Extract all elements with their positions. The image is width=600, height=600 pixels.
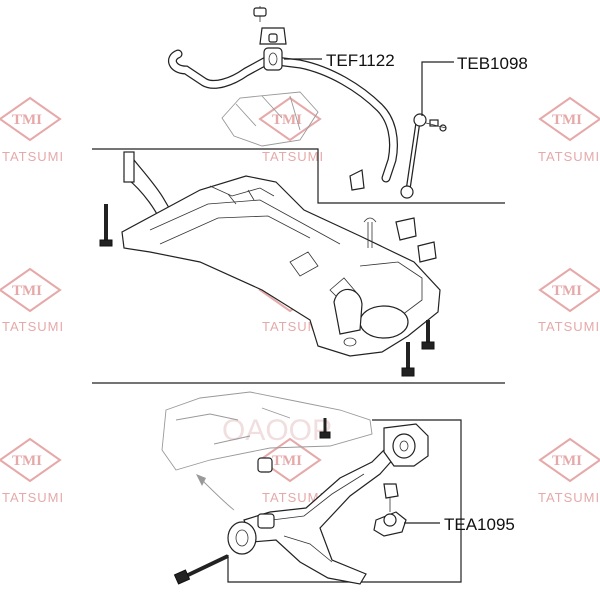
- watermark-left-1: TMI TATSUMI: [0, 96, 64, 164]
- subframe-assembly: [99, 151, 441, 377]
- section-dividers: [92, 148, 505, 583]
- label-teb1098: TEB1098: [457, 54, 528, 73]
- chassis-bracket-outline: [221, 91, 319, 147]
- link-ball-joint-bottom: [400, 185, 414, 199]
- watermark-diamond-icon: [258, 437, 322, 483]
- subframe-clip-lower: [417, 241, 437, 263]
- watermark-logo: TMI: [272, 112, 302, 128]
- watermark-diamond-icon: [0, 437, 62, 483]
- background-brand-text: OAOOP: [222, 414, 332, 447]
- watermark-diamond-icon: [0, 96, 62, 142]
- control-arm-front-bushing: [227, 521, 257, 555]
- watermark-logo: TMI: [12, 283, 42, 299]
- watermark-brand: TATSUMI: [2, 149, 64, 164]
- watermark-diamond-icon: [538, 267, 600, 313]
- subframe-clip-upper: [395, 217, 417, 241]
- control-arm-bolt-head: [173, 569, 191, 585]
- watermark-diamond-icon: [538, 437, 600, 483]
- watermark-brand: TATSUMI: [538, 490, 600, 505]
- watermark-right-3: TMI TATSUMI: [538, 437, 600, 505]
- watermark-brand: TATSUMI: [2, 319, 64, 334]
- watermark-logo: TMI: [12, 112, 42, 128]
- stabilizer-bushing-tef1122: [263, 47, 283, 71]
- frame-bushing: [257, 457, 273, 473]
- subframe-mount-hole: [289, 251, 319, 277]
- watermark-left-3: TMI TATSUMI: [0, 437, 64, 505]
- ball-joint-nut: [383, 483, 399, 499]
- watermark-diamond-icon: [258, 96, 322, 142]
- watermark-diamond-icon: [0, 267, 62, 313]
- watermark-right-1: TMI TATSUMI: [538, 96, 600, 164]
- watermark-brand: TATSUMI: [262, 319, 324, 334]
- stabilizer-assembly: [168, 6, 447, 199]
- divider-top: [92, 148, 505, 204]
- watermark-brand: TATSUMI: [262, 149, 324, 164]
- leader-teb1098: [421, 61, 454, 116]
- subframe-rear-bushing: [359, 305, 409, 339]
- watermark-brand: TATSUMI: [262, 490, 324, 505]
- watermark-right-2: TMI TATSUMI: [538, 267, 600, 334]
- callout-box-control-arm: [227, 419, 462, 583]
- subframe-u-bracket: [333, 288, 363, 335]
- link-ball-joint-top: [413, 113, 427, 127]
- watermark-mid-1: TMI TATSUMI: [258, 96, 324, 164]
- motion-arrow-path: [201, 479, 235, 511]
- watermark-brand: TATSUMI: [538, 149, 600, 164]
- motion-arrow-icon: [196, 474, 206, 486]
- link-nut-top: [429, 119, 439, 127]
- chassis-bracket-detail: [235, 95, 301, 131]
- watermark-mid-3: TMI TATSUMI: [258, 437, 324, 505]
- control-arm-assembly: [161, 391, 429, 585]
- watermark-logo: TMI: [552, 453, 582, 469]
- watermark-logo: TMI: [552, 112, 582, 128]
- watermark-logo: TMI: [272, 453, 302, 469]
- label-tea1095: TEA1095: [444, 515, 515, 534]
- watermark-diamond-icon: [538, 96, 600, 142]
- watermark-logo: TMI: [12, 453, 42, 469]
- lower-control-arm: [243, 447, 397, 585]
- control-arm-bolt: [185, 554, 229, 578]
- clamp-bolt-head: [253, 7, 267, 17]
- watermark-logo: TMI: [552, 283, 582, 299]
- label-tef1122: TEF1122: [326, 51, 395, 70]
- watermark-brand: TATSUMI: [2, 490, 64, 505]
- subframe-ghost-outline: [161, 391, 373, 471]
- subframe-bolt-left-head: [99, 239, 113, 247]
- stabilizer-clamp-lower: [349, 169, 365, 191]
- watermark-brand: TATSUMI: [538, 319, 600, 334]
- watermark-left-2: TMI TATSUMI: [0, 267, 64, 334]
